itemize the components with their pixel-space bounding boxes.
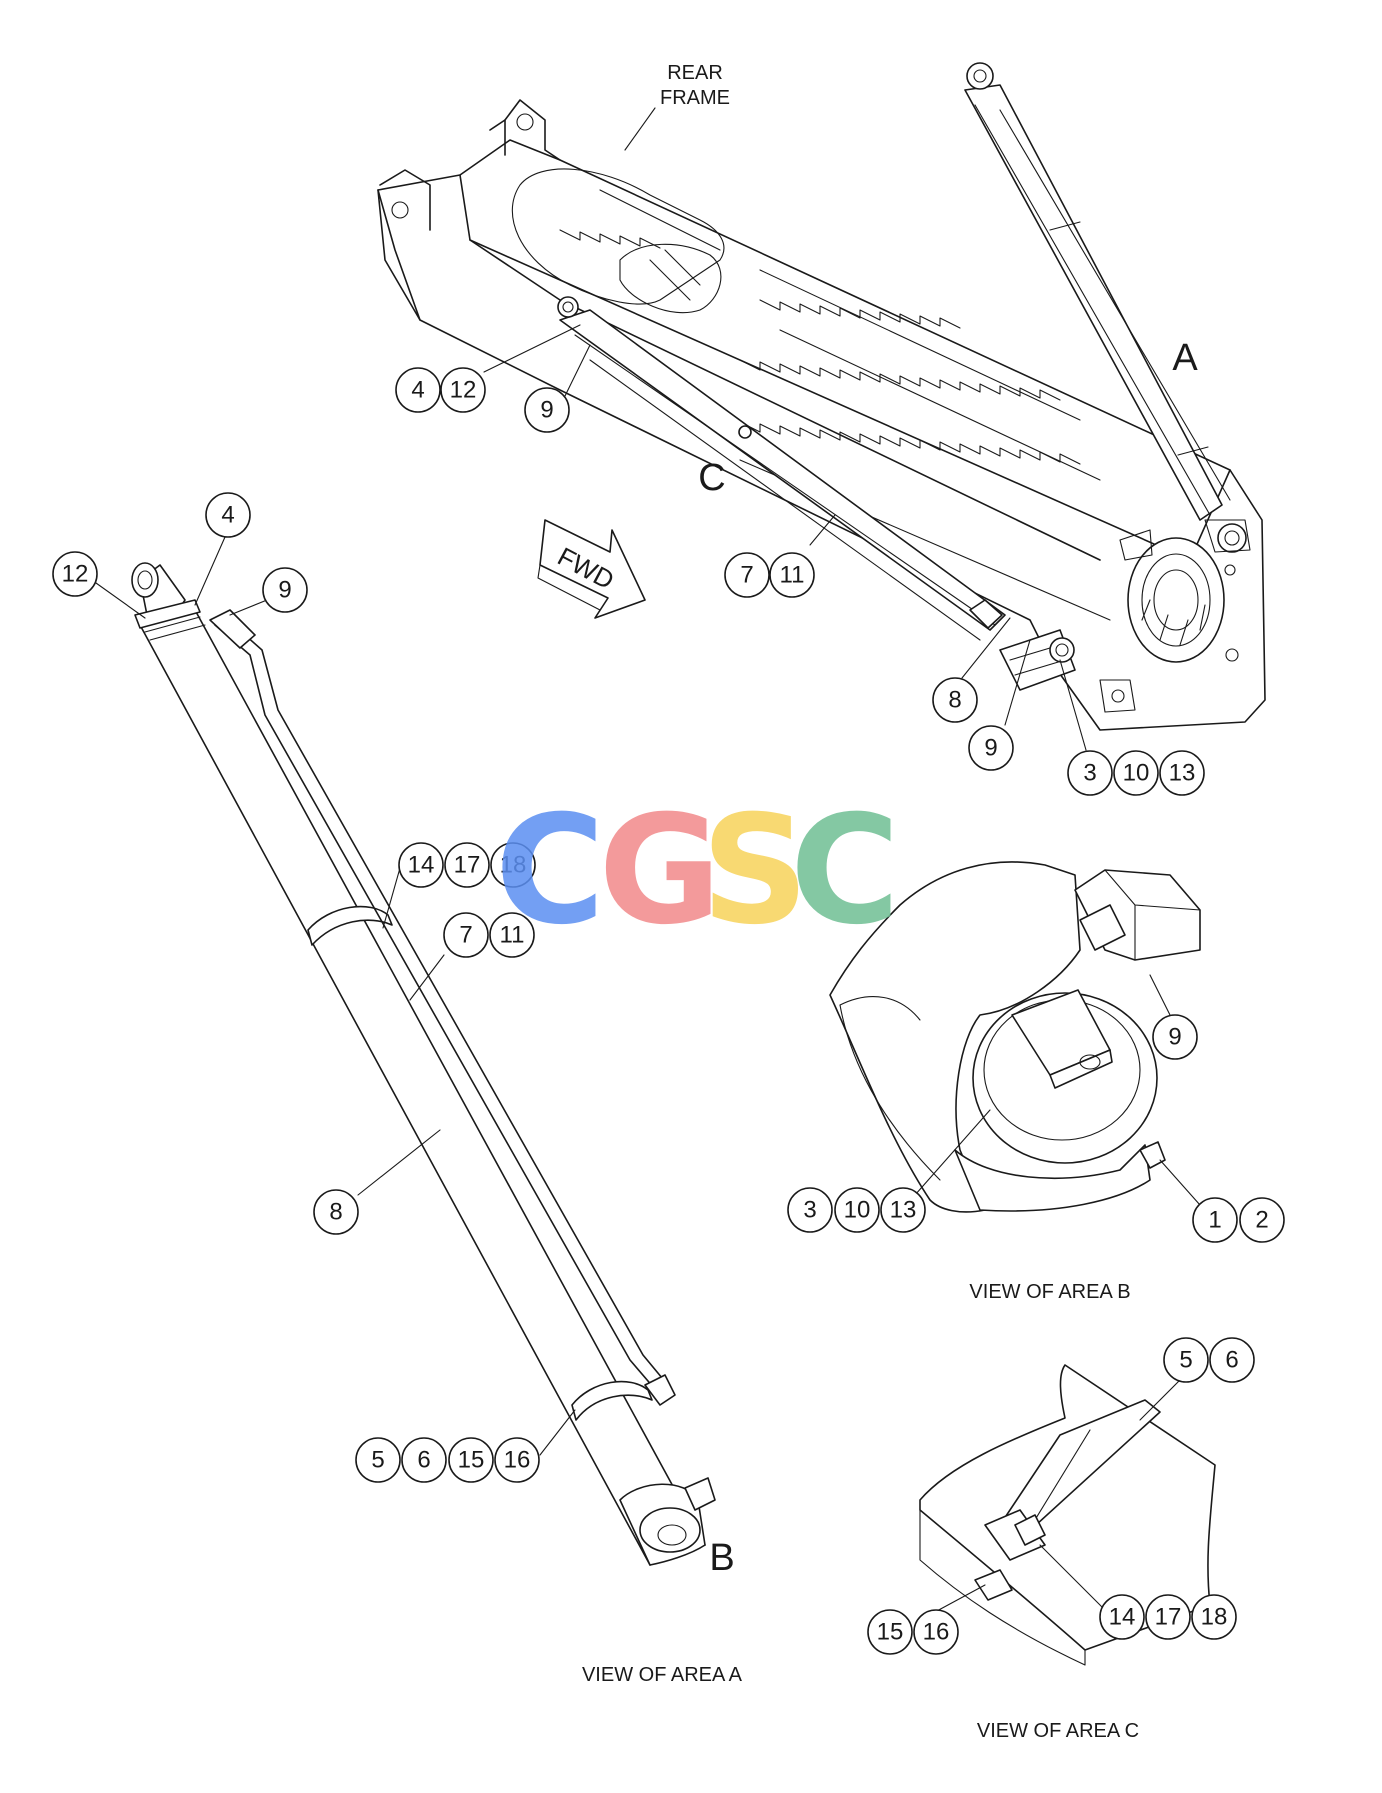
callout-13-b-text: 13: [890, 1197, 917, 1224]
callout-13-b: 13: [880, 1187, 926, 1233]
callout-10-top: 10: [1113, 750, 1159, 796]
callout-4-top: 4: [395, 367, 441, 413]
callout-10-b: 10: [834, 1187, 880, 1233]
callout-17-c: 17: [1145, 1594, 1191, 1640]
rear-frame-leader: [624, 107, 656, 151]
rear-frame-label-line2: FRAME: [660, 87, 730, 109]
view-of-area-b-caption: VIEW OF AREA B: [969, 1281, 1130, 1303]
callout-18-a-text: 18: [500, 852, 527, 879]
watermark-letter-3: S: [701, 784, 809, 958]
callout-6-a: 6: [401, 1437, 447, 1483]
callout-16-c-text: 16: [923, 1619, 950, 1646]
callout-5-a: 5: [355, 1437, 401, 1483]
callout-15-a: 15: [448, 1437, 494, 1483]
callout-7-top-text: 7: [740, 562, 753, 589]
area-c-detail-drawing: [919, 1364, 1216, 1666]
callout-9-b-text: 9: [1168, 1024, 1181, 1051]
callout-7-a: 7: [443, 912, 489, 958]
watermark-letter-1: C: [495, 784, 605, 958]
callout-3-b: 3: [787, 1187, 833, 1233]
callout-9-b: 9: [1152, 1014, 1198, 1060]
callout-11-a-text: 11: [500, 922, 525, 949]
view-of-area-c-caption: VIEW OF AREA C: [977, 1720, 1139, 1742]
callout-8-a-text: 8: [329, 1199, 342, 1226]
callout-12-a-text: 12: [62, 561, 89, 588]
callout-5-c: 5: [1163, 1337, 1209, 1383]
callout-5-c-text: 5: [1179, 1347, 1192, 1374]
callout-4-a: 4: [205, 492, 251, 538]
callout-14-c: 14: [1099, 1594, 1145, 1640]
area-c-marker: C: [698, 457, 725, 499]
callout-9-top-text: 9: [540, 397, 553, 424]
callout-9-mid-text: 9: [984, 735, 997, 762]
callout-8-top: 8: [932, 677, 978, 723]
watermark-letter-2: G: [598, 784, 721, 958]
callout-13-top-text: 13: [1169, 760, 1196, 787]
callout-4-a-text: 4: [221, 502, 234, 529]
callout-4-top-text: 4: [411, 377, 424, 404]
area-a-cylinder-drawing: [131, 562, 716, 1566]
callout-11-a: 11: [489, 912, 535, 958]
callout-3-top-text: 3: [1083, 760, 1096, 787]
callout-3-top: 3: [1067, 750, 1113, 796]
area-b-marker: B: [709, 1537, 734, 1579]
callout-15-a-text: 15: [458, 1447, 485, 1474]
callout-12-top: 12: [440, 367, 486, 413]
callout-18-a: 18: [490, 842, 536, 888]
callout-6-c-text: 6: [1225, 1347, 1238, 1374]
callout-16-c: 16: [913, 1609, 959, 1655]
callout-3-b-text: 3: [803, 1197, 816, 1224]
callout-1-b: 1: [1192, 1197, 1238, 1243]
callout-8-top-text: 8: [948, 687, 961, 714]
watermark-letter-4: C: [790, 784, 900, 958]
callout-5-a-text: 5: [371, 1447, 384, 1474]
callout-17-a: 17: [444, 842, 490, 888]
area-b-detail-drawing: [829, 861, 1201, 1213]
rear-frame-drawing: [377, 99, 1266, 731]
callout-2-b-text: 2: [1255, 1207, 1268, 1234]
callout-9-a: 9: [262, 567, 308, 613]
area-c-callouts: 5 6 14 17 18 15 16: [867, 1337, 1255, 1655]
callout-10-top-text: 10: [1123, 760, 1150, 787]
callout-16-a-text: 16: [504, 1447, 531, 1474]
callout-14-c-text: 14: [1109, 1604, 1136, 1631]
upright-cylinder-drawing: [964, 62, 1251, 553]
callout-12-a: 12: [52, 551, 98, 597]
callout-6-a-text: 6: [417, 1447, 430, 1474]
area-b-callouts: 9 3 10 13 1 2: [787, 974, 1285, 1243]
callout-7-top: 7: [724, 552, 770, 598]
callout-7-a-text: 7: [459, 922, 472, 949]
view-of-area-a-caption: VIEW OF AREA A: [582, 1664, 743, 1686]
callout-16-a: 16: [494, 1437, 540, 1483]
callout-15-c-text: 15: [877, 1619, 904, 1646]
callout-11-top-text: 11: [780, 562, 805, 589]
callout-9-a-text: 9: [278, 577, 291, 604]
callout-18-c-text: 18: [1201, 1604, 1228, 1631]
area-a-marker: A: [1172, 337, 1198, 379]
callout-9-mid: 9: [968, 725, 1014, 771]
callout-17-a-text: 17: [454, 852, 481, 879]
callout-10-b-text: 10: [844, 1197, 871, 1224]
callout-18-c: 18: [1191, 1594, 1237, 1640]
frame-side-cylinder: [557, 296, 1006, 641]
callout-6-c: 6: [1209, 1337, 1255, 1383]
watermark-logo: C G S C: [495, 784, 900, 958]
callout-13-top: 13: [1159, 750, 1205, 796]
rear-frame-label-line1: REAR: [667, 62, 723, 84]
callout-11-top: 11: [769, 552, 815, 598]
callout-17-c-text: 17: [1155, 1604, 1182, 1631]
callout-9-top: 9: [524, 387, 570, 433]
callout-14-a: 14: [398, 842, 444, 888]
top-callouts: 4 12 9 7 11 8 9 3 10 13: [395, 324, 1205, 796]
callout-2-b: 2: [1239, 1197, 1285, 1243]
callout-12-top-text: 12: [450, 377, 477, 404]
callout-8-a: 8: [313, 1189, 359, 1235]
area-a-callouts: 12 4 9 14 17 18 7 11 8 5 6 15 16: [52, 492, 576, 1483]
callout-1-b-text: 1: [1208, 1207, 1221, 1234]
fwd-arrow: FWD: [537, 519, 646, 619]
callout-14-a-text: 14: [408, 852, 435, 879]
callout-15-c: 15: [867, 1609, 913, 1655]
